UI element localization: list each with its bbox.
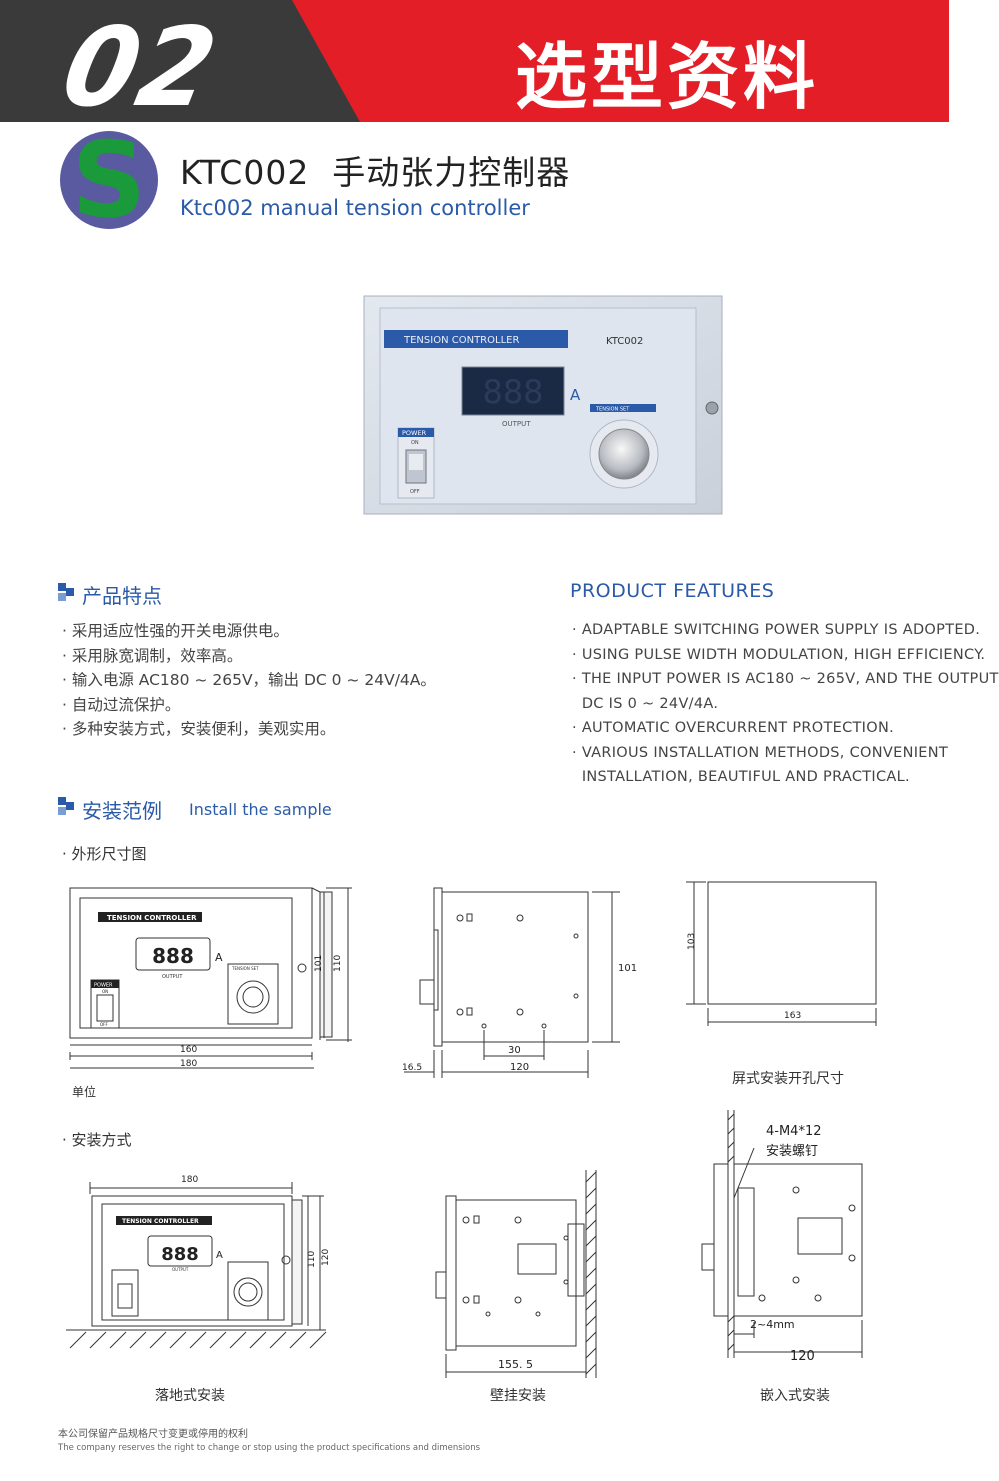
dim-16-5: 16.5: [402, 1063, 422, 1073]
screw-spec: 4-M4*12: [766, 1124, 822, 1139]
power-label: POWER: [402, 429, 427, 437]
feature-item-en: · AUTOMATIC OVERCURRENT PROTECTION.: [572, 720, 895, 736]
embed-caption: 嵌入式安装: [760, 1388, 830, 1404]
product-title-en: Ktc002 manual tension controller: [180, 196, 530, 220]
wall-install-drawing: 155. 5: [435, 1170, 597, 1378]
screw-label: 安装螺钉: [766, 1144, 818, 1159]
front-panel-unit: A: [215, 951, 223, 964]
front-panel-label: TENSION CONTROLLER: [107, 914, 197, 922]
footer-note-en: The company reserves the right to change…: [58, 1443, 481, 1453]
features-list-en: · ADAPTABLE SWITCHING POWER SUPPLY IS AD…: [572, 618, 999, 790]
feature-item-cn: · 输入电源 AC180 ~ 265V，输出 DC 0 ~ 24V/4A。: [62, 671, 436, 689]
tension-set-label: TENSION SET: [595, 407, 630, 413]
dim-110: 110: [333, 955, 343, 972]
dim-103: 103: [687, 933, 697, 950]
model-label: KTC002: [606, 336, 643, 347]
front-panel-output: OUTPUT: [162, 974, 183, 980]
feature-item-cn: · 采用脉宽调制，效率高。: [62, 646, 243, 665]
logo-letter: S: [72, 119, 147, 241]
panel-label: TENSION CONTROLLER: [403, 335, 519, 346]
lock-screw-icon: [705, 401, 719, 415]
feature-item-cn: · 多种安装方式，安装便利，美观实用。: [62, 720, 336, 738]
dim-180: 180: [180, 1059, 197, 1069]
dim-floor-180: 180: [181, 1175, 198, 1185]
section-title: 选型资料: [515, 35, 820, 119]
feature-item-en: · VARIOUS INSTALLATION METHODS, CONVENIE…: [572, 744, 949, 761]
dim-120: 120: [510, 1062, 529, 1073]
output-label: OUTPUT: [502, 420, 531, 428]
section-number: 02: [52, 2, 229, 132]
floor-panel-output: OUTPUT: [172, 1267, 189, 1272]
on-label: ON: [411, 440, 419, 446]
product-title-cn: KTC002 手动张力控制器: [180, 153, 571, 192]
tension-knob[interactable]: [598, 428, 650, 480]
cutout-caption: 屏式安装开孔尺寸: [732, 1071, 844, 1087]
feature-item-en: DC IS 0 ~ 24V/4A.: [572, 695, 719, 712]
features-list-cn: · 采用适应性强的开关电源供电。 · 采用脉宽调制，效率高。 · 输入电源 AC…: [62, 619, 436, 742]
unit-label: 单位: [72, 1085, 97, 1099]
features-heading-cn: 产品特点: [82, 584, 162, 608]
digital-display: [461, 366, 565, 416]
feature-item-en: · ADAPTABLE SWITCHING POWER SUPPLY IS AD…: [572, 622, 981, 638]
floor-install-drawing: TENSION CONTROLLER 888 A OUTPUT 180 110 …: [66, 1175, 331, 1349]
floor-panel-display: 888: [161, 1244, 199, 1265]
features-heading-en: PRODUCT FEATURES: [570, 580, 775, 602]
display-digits: 888: [482, 373, 543, 411]
feature-item-en: INSTALLATION, BEAUTIFUL AND PRACTICAL.: [572, 769, 910, 785]
product-photo: TENSION CONTROLLER KTC002 888 A OUTPUT P…: [363, 295, 723, 515]
dim-embed-120: 120: [790, 1349, 815, 1364]
section-bullet-icon: [58, 797, 74, 815]
wall-caption: 壁挂安装: [490, 1388, 546, 1404]
cutout-drawing: 103 163: [686, 881, 877, 1026]
front-panel-power: POWER: [94, 983, 113, 989]
floor-panel-label: TENSION CONTROLLER: [122, 1218, 199, 1225]
dim-155-5: 155. 5: [498, 1358, 533, 1371]
off-label: OFF: [410, 489, 420, 495]
front-panel-off: OFF: [100, 1022, 108, 1027]
header-red-band: [292, 0, 949, 122]
dim-floor-110: 110: [307, 1251, 317, 1268]
front-panel-display: 888: [152, 944, 194, 968]
feature-item-cn: · 采用适应性强的开关电源供电。: [62, 622, 289, 640]
floor-panel-unit: A: [216, 1250, 223, 1261]
outline-label: · 外形尺寸图: [62, 845, 147, 863]
dim-160: 160: [180, 1045, 197, 1055]
feature-item-en: · USING PULSE WIDTH MODULATION, HIGH EFF…: [572, 646, 986, 663]
company-logo: S: [60, 119, 158, 241]
install-heading-en: Install the sample: [189, 800, 332, 819]
install-heading-cn: 安装范例: [82, 799, 162, 823]
dim-101: 101: [314, 955, 324, 972]
floor-caption: 落地式安装: [155, 1388, 225, 1404]
front-panel-tension: TENSION SET: [231, 966, 259, 971]
panel-label-bar: [384, 330, 568, 348]
embed-install-drawing: 4-M4*12 安装螺钉 2~4mm 120: [701, 1110, 863, 1364]
feature-item-en: · THE INPUT POWER IS AC180 ~ 265V, AND T…: [572, 671, 999, 687]
footer-note-cn: 本公司保留产品规格尺寸变更或停用的权利: [58, 1429, 248, 1440]
dim-163: 163: [784, 1011, 801, 1021]
dim-floor-120: 120: [321, 1249, 331, 1266]
side-view-drawing: 101 30 120 16.5: [402, 887, 637, 1078]
dim-gap: 2~4mm: [750, 1318, 795, 1331]
methods-label: · 安装方式: [62, 1131, 132, 1149]
front-view-drawing: TENSION CONTROLLER 888 A OUTPUT POWER ON…: [69, 887, 352, 1069]
section-bullet-icon: [58, 583, 74, 601]
display-unit: A: [570, 386, 581, 404]
dim-30: 30: [508, 1045, 521, 1056]
front-panel-on: ON: [102, 989, 108, 994]
dim-side-101: 101: [618, 963, 637, 974]
feature-item-cn: · 自动过流保护。: [62, 695, 181, 714]
